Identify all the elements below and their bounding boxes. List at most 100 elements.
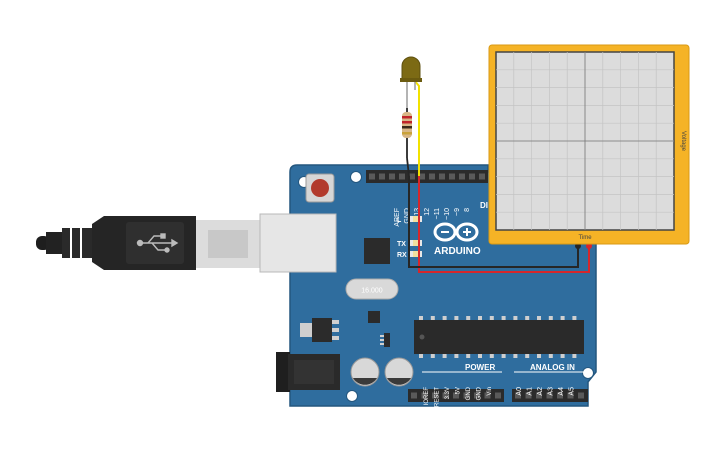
chip-pin <box>430 316 435 320</box>
header-pin[interactable] <box>536 392 542 399</box>
chip-pin <box>560 354 565 358</box>
header-pin[interactable] <box>389 173 395 180</box>
chip-pin <box>525 316 530 320</box>
analog-pin-label: A2 <box>537 387 544 396</box>
power-jack[interactable] <box>276 352 340 392</box>
chip-pin <box>537 354 541 358</box>
chip-pin <box>478 316 482 320</box>
chip-pin <box>537 316 541 320</box>
header-pin[interactable] <box>379 173 385 180</box>
header-pin[interactable] <box>479 173 485 180</box>
header-pin[interactable] <box>459 173 465 180</box>
header-pin[interactable] <box>567 392 574 399</box>
chip-pin <box>454 354 459 358</box>
header-pin-label: ~11 <box>434 208 441 219</box>
capacitor <box>384 357 414 387</box>
header-pin-label: 13 <box>414 208 421 216</box>
header-pin[interactable] <box>474 392 480 399</box>
usb-symbol-icon <box>136 233 179 253</box>
header-pin[interactable] <box>469 173 475 180</box>
chip-pin <box>572 316 577 320</box>
header-pin[interactable] <box>439 173 445 180</box>
chip-pin <box>501 316 506 320</box>
digital-header[interactable] <box>366 170 488 183</box>
chip-pin <box>548 354 553 358</box>
voltage-regulator <box>300 318 339 342</box>
power-pin-label: RESET <box>435 387 441 407</box>
power-pin-label: GND <box>466 386 472 400</box>
led-icon[interactable] <box>400 56 422 108</box>
oscilloscope-grid <box>496 52 674 230</box>
indicator-led-lens <box>413 240 419 246</box>
wire-black[interactable] <box>408 176 579 268</box>
header-pin[interactable] <box>421 392 428 399</box>
indicator-label: RX <box>397 252 407 259</box>
chip-pin <box>454 316 459 320</box>
voltage-axis-label: Voltage <box>680 131 686 152</box>
power-header[interactable] <box>408 389 504 402</box>
indicator-label: TX <box>397 241 406 248</box>
header-pin[interactable] <box>515 392 521 399</box>
header-pin[interactable] <box>453 392 459 399</box>
header-pin[interactable] <box>399 173 405 180</box>
analog-pin-label: A3 <box>548 387 555 396</box>
analog-label: ANALOG IN <box>530 363 575 372</box>
header-pin[interactable] <box>411 392 417 399</box>
chip-pin <box>525 354 530 358</box>
chip-pin <box>466 316 471 320</box>
chip-pin <box>513 316 518 320</box>
chip-pin <box>572 354 577 358</box>
header-pin[interactable] <box>484 392 491 399</box>
usb-chip <box>364 238 390 264</box>
time-axis-label: Time <box>578 235 592 241</box>
header-pin[interactable] <box>442 392 449 399</box>
header-pin[interactable] <box>525 392 532 399</box>
infinity-logo-icon <box>433 222 479 242</box>
digital-label: DI <box>480 201 488 210</box>
chip-pin <box>466 354 471 358</box>
header-pin[interactable] <box>578 392 584 399</box>
mounting-hole <box>346 390 358 402</box>
power-pin-label: 5V <box>456 387 462 394</box>
chip-pin <box>419 354 423 358</box>
resistor-icon[interactable] <box>402 108 412 177</box>
analog-pin-label: A4 <box>558 387 565 396</box>
chip-pin <box>478 354 482 358</box>
header-pin[interactable] <box>419 173 425 180</box>
wire-yellow[interactable] <box>413 79 420 176</box>
chip-pin <box>442 354 447 358</box>
crystal: 16.000 <box>345 278 399 300</box>
analog-pin-label: A1 <box>527 387 534 396</box>
header-pin[interactable] <box>449 173 455 180</box>
crystal-label: 16.000 <box>361 288 383 295</box>
chip-pin <box>513 354 518 358</box>
header-pin[interactable] <box>463 392 470 399</box>
header-pin-label: ~10 <box>444 208 451 220</box>
arduino-logo: ARDUINO <box>433 222 481 257</box>
power-pin-label: GND <box>477 386 483 400</box>
header-pin-label: GND <box>404 208 411 224</box>
header-pin-label: AREF <box>394 208 401 227</box>
chip-pin <box>548 316 553 320</box>
chip-pin <box>430 354 435 358</box>
header-pin[interactable] <box>429 173 435 180</box>
header-pin-label: 8 <box>464 208 471 212</box>
chip-pin <box>501 354 506 358</box>
analog-header[interactable] <box>512 389 588 402</box>
header-pin[interactable] <box>409 173 415 180</box>
header-pin[interactable] <box>432 392 438 399</box>
reset-button[interactable] <box>305 173 335 203</box>
mounting-hole <box>350 171 362 183</box>
indicator-led-lens <box>413 251 419 257</box>
chip-pin <box>442 316 447 320</box>
indicator-label: L <box>397 217 402 224</box>
header-pin-label: 12 <box>424 208 431 216</box>
header-pin[interactable] <box>557 392 563 399</box>
header-pin[interactable] <box>546 392 553 399</box>
oscilloscope[interactable]: Time Voltage <box>488 44 690 245</box>
header-pin[interactable] <box>495 392 501 399</box>
usb-cable[interactable] <box>36 216 260 270</box>
header-pin[interactable] <box>369 173 375 180</box>
wire-red[interactable] <box>418 176 590 273</box>
